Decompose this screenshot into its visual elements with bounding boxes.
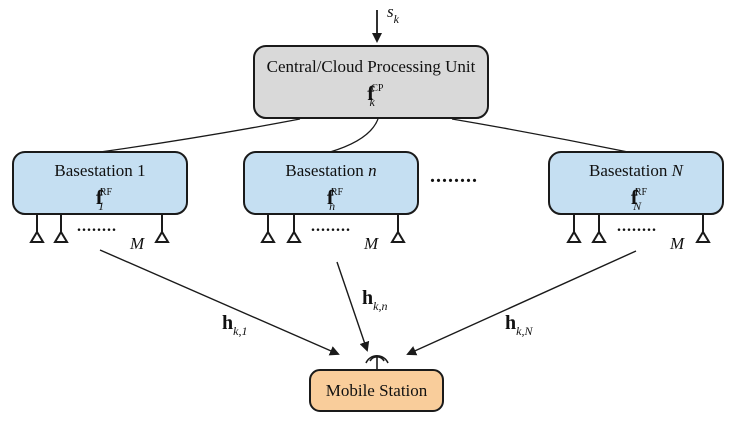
antenna-ellipsis-bsn: ........ (311, 218, 351, 235)
bs1-title: Basestation 1 (54, 161, 146, 180)
cpu-title: Central/Cloud Processing Unit (266, 57, 476, 76)
channel-label-1: hk,1 (222, 312, 248, 338)
bsN-precoder: fRFN (630, 185, 648, 213)
channel-arrow-n (336, 261, 370, 352)
mobile-station: Mobile Station (309, 369, 444, 412)
channel-label-n: hk,n (362, 287, 388, 313)
mobile-station-title: Mobile Station (325, 381, 428, 400)
link-cpu-bsn (329, 118, 379, 153)
central-processing-unit: Central/Cloud Processing Unit fCPk (253, 45, 489, 119)
channel-arrow-N (406, 250, 637, 356)
basestation-N: Basestation N fRFN (548, 151, 724, 215)
basestation-1: Basestation 1 fRF1 (12, 151, 188, 215)
cpu-precoder: fCPk (367, 81, 384, 109)
antenna-count-bs1: M (130, 234, 145, 253)
antenna-count-bsn: M (364, 234, 379, 253)
antenna-array-bsN (566, 215, 711, 243)
antenna-ellipsis-bs1: ........ (77, 218, 117, 235)
link-cpu-bs1 (99, 118, 301, 153)
channel-label-N: hk,N (505, 312, 533, 338)
input-signal-label: sk (387, 2, 399, 26)
bsn-precoder: fRFn (326, 185, 344, 213)
mobile-antenna-icon (365, 355, 389, 369)
bsN-title: Basestation N (589, 161, 683, 180)
basestation-n: Basestation n fRFn (243, 151, 419, 215)
channel-arrow-1 (99, 249, 340, 356)
bs1-precoder: fRF1 (95, 185, 113, 213)
link-cpu-bsN (451, 118, 629, 153)
antenna-array-bs1 (29, 215, 170, 243)
bsn-title: Basestation n (285, 161, 377, 180)
antenna-count-bsN: M (670, 234, 685, 253)
antenna-array-bsn (260, 215, 406, 243)
basestation-ellipsis: ........ (430, 165, 478, 187)
antenna-ellipsis-bsN: ........ (617, 218, 657, 235)
